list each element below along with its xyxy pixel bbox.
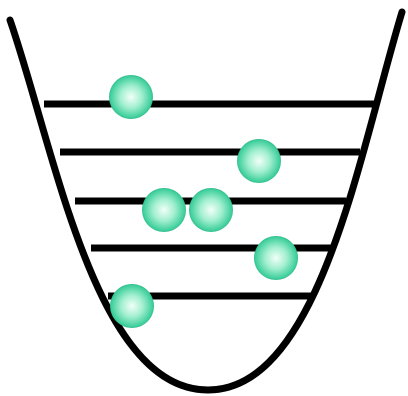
particle <box>110 284 154 328</box>
particle <box>142 188 186 232</box>
particle <box>189 188 233 232</box>
particle <box>254 236 298 280</box>
particle <box>109 75 153 119</box>
particle <box>237 139 281 183</box>
